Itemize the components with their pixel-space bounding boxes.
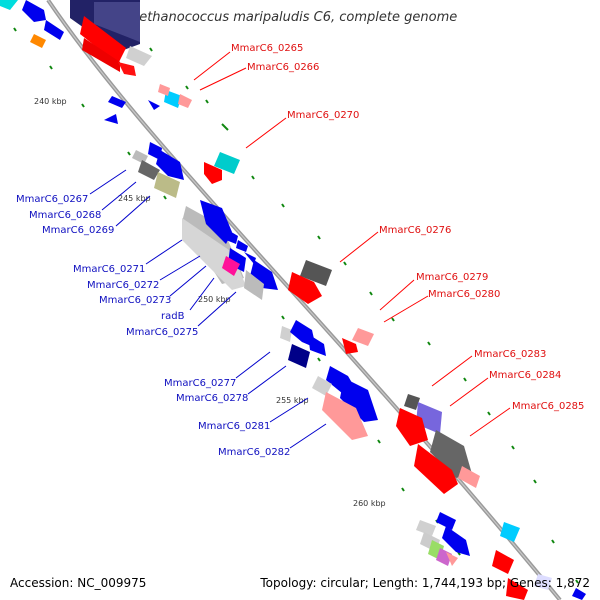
gene-arrow <box>572 588 586 600</box>
gene-arrow <box>226 230 238 244</box>
gene-arrow <box>308 334 326 356</box>
gene-arrow <box>178 94 192 108</box>
gene-arrow <box>458 466 480 488</box>
gene-label-0266: MmarC6_0266 <box>247 62 319 73</box>
gene-arrow <box>204 162 222 184</box>
gene-arrow <box>108 96 126 108</box>
map-title: Methanococcus maripaludis C6, complete g… <box>128 10 458 25</box>
gene-arrow <box>94 2 140 42</box>
gene-label-0265: MmarC6_0265 <box>231 43 303 54</box>
gene-arrow <box>534 574 552 590</box>
gene-arrow <box>492 550 514 574</box>
outer-label-leaders <box>193 51 511 437</box>
gene-arrow <box>118 62 136 76</box>
gene-label-0268: MmarC6_0268 <box>29 210 101 221</box>
gene-arrow <box>158 84 170 96</box>
gene-arrow <box>30 34 46 48</box>
gene-arrow <box>342 338 358 354</box>
kbp-label-240: 240 kbp <box>34 97 67 106</box>
gene-arrow <box>138 160 160 180</box>
gene-label-0284: MmarC6_0284 <box>489 370 561 381</box>
gene-arrow <box>126 46 152 66</box>
gene-label-0282: MmarC6_0282 <box>218 447 290 458</box>
forward-strand-genes <box>70 0 586 600</box>
gene-label-0277: MmarC6_0277 <box>164 378 236 389</box>
gene-label-0280: MmarC6_0280 <box>428 289 500 300</box>
gene-label-0275: MmarC6_0275 <box>126 327 198 338</box>
gene-label-0269: MmarC6_0269 <box>42 225 114 236</box>
gene-label-0283: MmarC6_0283 <box>474 349 546 360</box>
gene-arrow <box>288 344 310 368</box>
gene-label-0276: MmarC6_0276 <box>379 225 451 236</box>
gene-arrow <box>442 526 470 556</box>
kbp-label-245: 245 kbp <box>118 194 151 203</box>
gene-arrow <box>214 152 240 174</box>
gene-arrow <box>506 578 528 600</box>
gene-arrow <box>82 38 120 72</box>
gene-label-0271: MmarC6_0271 <box>73 264 145 275</box>
gene-arrow <box>312 376 332 396</box>
kbp-label-255: 255 kbp <box>276 396 309 405</box>
gene-label-0278: MmarC6_0278 <box>176 393 248 404</box>
gene-arrow <box>44 20 64 40</box>
gene-arrow <box>404 394 420 410</box>
gene-arrow <box>436 512 456 530</box>
gene-label-0285: MmarC6_0285 <box>512 401 584 412</box>
gene-label-0272: MmarC6_0272 <box>87 280 159 291</box>
gene-arrow <box>340 378 378 422</box>
genome-backbone-highlight <box>47 0 561 600</box>
topology-summary: Topology: circular; Length: 1,744,193 bp… <box>260 576 590 590</box>
gene-arrow <box>156 150 184 180</box>
kbp-label-250: 250 kbp <box>198 295 231 304</box>
reverse-strand-genes <box>0 0 470 566</box>
gene-label-0267: MmarC6_0267 <box>16 194 88 205</box>
gene-arrow <box>0 0 18 10</box>
gene-arrow <box>244 270 264 300</box>
gene-arrow <box>132 150 148 164</box>
gene-label-0279: MmarC6_0279 <box>416 272 488 283</box>
gene-arrow <box>222 256 240 276</box>
gene-arrow <box>500 522 520 542</box>
gene-arrow <box>154 172 180 198</box>
gene-label-0273: MmarC6_0273 <box>99 295 171 306</box>
accession-text: Accession: NC_009975 <box>10 576 147 590</box>
gene-arrow <box>436 548 452 566</box>
gene-arrow <box>148 100 160 110</box>
gene-arrow <box>430 430 472 478</box>
gene-arrow <box>236 240 248 252</box>
gene-arrow <box>322 392 368 440</box>
gene-label-radB: radB <box>161 311 185 322</box>
gene-arrow <box>80 16 126 64</box>
gene-arrow <box>164 90 182 108</box>
outer-dash-track <box>103 5 579 584</box>
kbp-label-260: 260 kbp <box>353 499 386 508</box>
gene-arrow <box>414 444 458 494</box>
gene-label-0281: MmarC6_0281 <box>198 421 270 432</box>
gene-arrow <box>22 0 46 22</box>
inner-label-leaders <box>89 169 327 449</box>
gene-arrow <box>200 200 232 244</box>
gene-arrow <box>280 326 292 342</box>
gene-label-0270: MmarC6_0270 <box>287 110 359 121</box>
gene-arrow <box>352 328 374 346</box>
gene-arrow <box>446 552 458 566</box>
gene-arrow <box>104 114 118 124</box>
gene-arrow <box>396 408 428 446</box>
gene-arrow <box>300 260 332 286</box>
inner-dash-track <box>13 27 461 556</box>
gene-arrow <box>416 520 436 536</box>
gene-arrow <box>244 252 256 264</box>
gene-arrow <box>288 272 322 304</box>
